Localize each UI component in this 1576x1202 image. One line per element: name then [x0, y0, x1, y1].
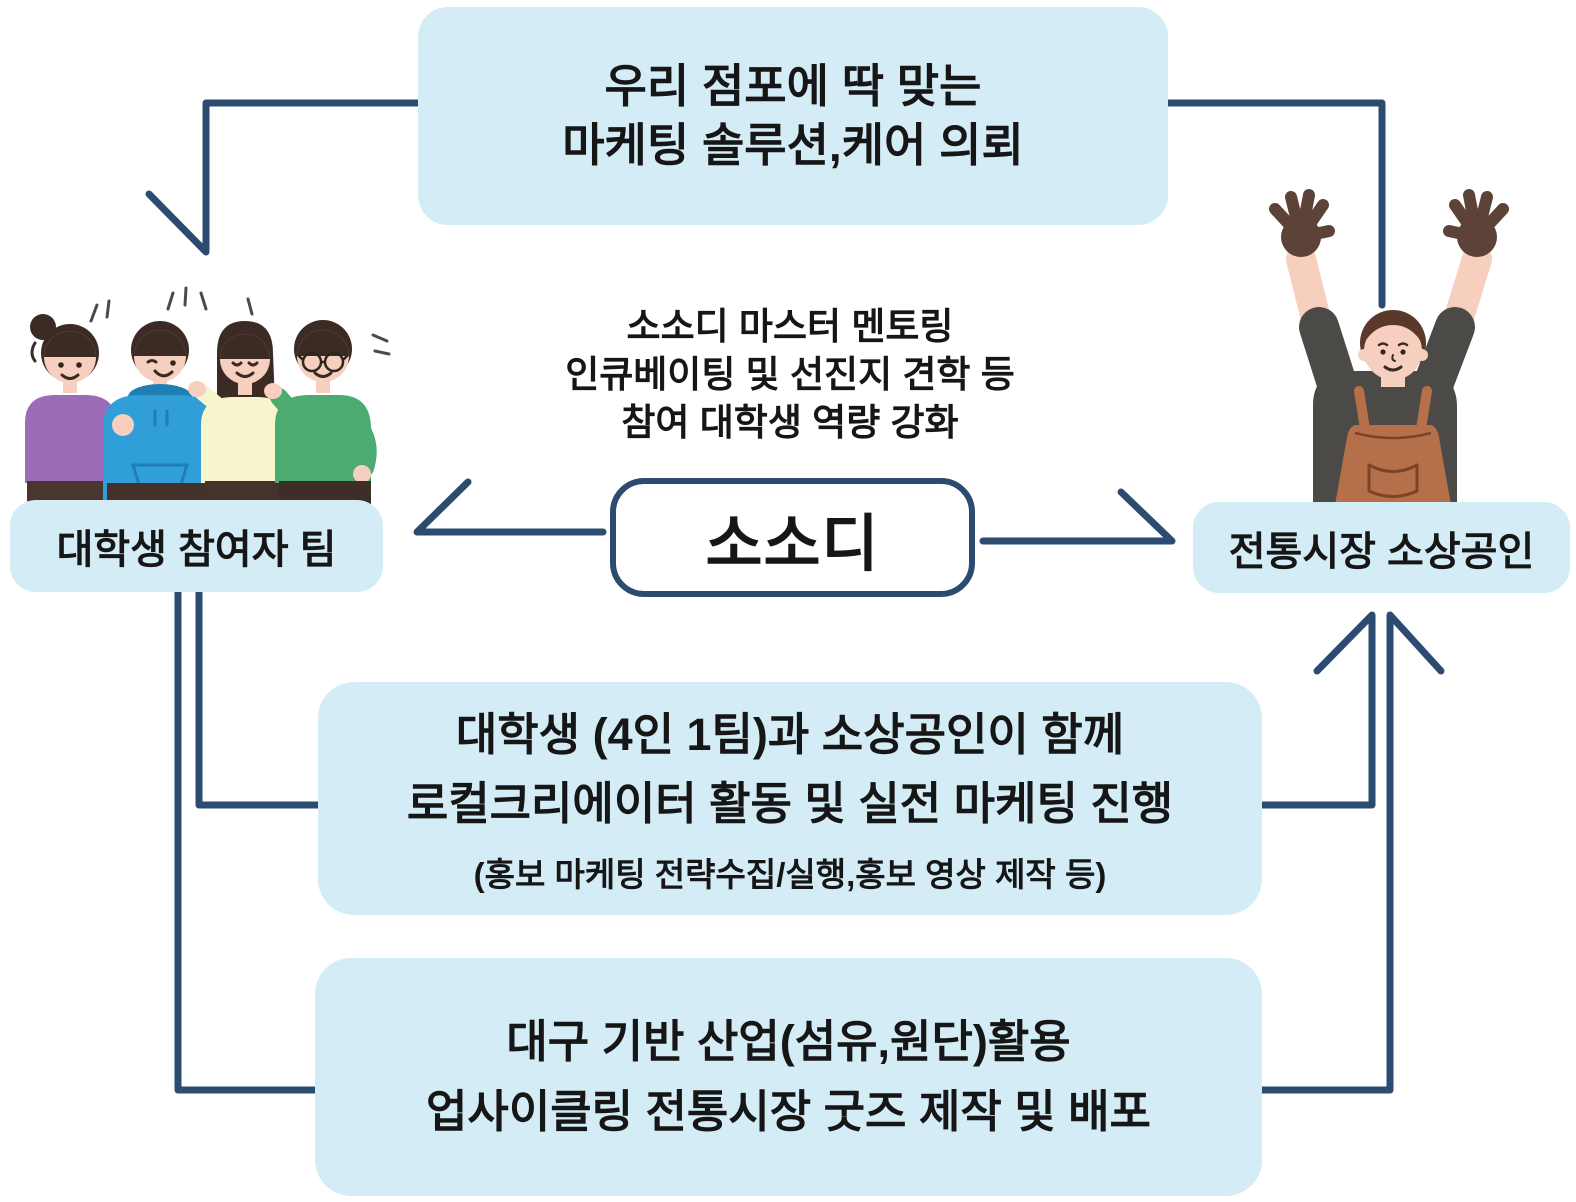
activity-line-2: 로컬크리에이터 활동 및 실전 마케팅 진행	[406, 777, 1174, 829]
sosodi-support-note: 소소디 마스터 멘토링 인큐베이팅 및 선진지 견학 등 참여 대학생 역량 강…	[438, 303, 1142, 447]
goods-line-1: 대구 기반 산업(섬유,원단)활용	[506, 1016, 1071, 1068]
student-purple	[25, 314, 148, 508]
arrow-sosodi-to-students	[413, 478, 607, 536]
student-blue-hoodie	[103, 321, 217, 508]
activity-subline: (홍보 마케팅 전략수집/실행,홍보 영상 제작 등)	[473, 855, 1107, 893]
activity-line-1: 대학생 (4인 1팀)과 소상공인이 함께	[455, 709, 1125, 761]
arrow-merchant-to-students	[145, 99, 1386, 309]
merchant-glove-left	[1269, 189, 1335, 257]
sparkle-lines	[89, 286, 391, 356]
arrow-sosodi-to-merchant	[979, 488, 1176, 545]
merchant-glove-right	[1443, 189, 1509, 257]
connector-students-to-bottom-box	[174, 584, 324, 1094]
arrow-bottom-box-to-merchant	[1256, 611, 1445, 1094]
merchant-sleeves	[1299, 307, 1475, 410]
merchant-head	[1358, 310, 1428, 387]
note-line-1: 소소디 마스터 멘토링	[626, 306, 954, 347]
merchant-label: 전통시장 소상공인	[1193, 502, 1570, 593]
note-line-2: 인큐베이팅 및 선진지 견학 등	[565, 354, 1015, 395]
goods-line-2: 업사이클링 전통시장 굿즈 제작 및 배포	[426, 1086, 1151, 1137]
student-green-glasses	[264, 320, 377, 508]
note-line-3: 참여 대학생 역량 강화	[621, 402, 959, 443]
sosodi-label: 소소디	[705, 509, 880, 579]
students-team-svg	[25, 286, 391, 508]
connector-students-to-middle-box	[195, 584, 326, 809]
students-team-illustration	[5, 283, 410, 508]
arrow-middle-box-to-merchant	[1256, 611, 1376, 809]
activity-box: 대학생 (4인 1팀)과 소상공인이 함께 로컬크리에이터 활동 및 실전 마케…	[318, 682, 1262, 915]
student-cream	[188, 321, 289, 508]
request-box-line-2: 마케팅 솔루션,케어 의뢰	[562, 119, 1024, 171]
merchant-apron	[1335, 386, 1451, 505]
merchant-cheering-illustration	[1235, 175, 1575, 505]
request-box: 우리 점포에 딱 맞는 마케팅 솔루션,케어 의뢰	[418, 7, 1168, 225]
request-box-line-1: 우리 점포에 딱 맞는	[604, 60, 982, 113]
goods-box: 대구 기반 산업(섬유,원단)활용 업사이클링 전통시장 굿즈 제작 및 배포	[315, 958, 1262, 1196]
students-label: 대학생 참여자 팀	[10, 500, 383, 592]
sosodi-box: 소소디	[610, 478, 975, 597]
merchant-svg	[1269, 189, 1509, 505]
